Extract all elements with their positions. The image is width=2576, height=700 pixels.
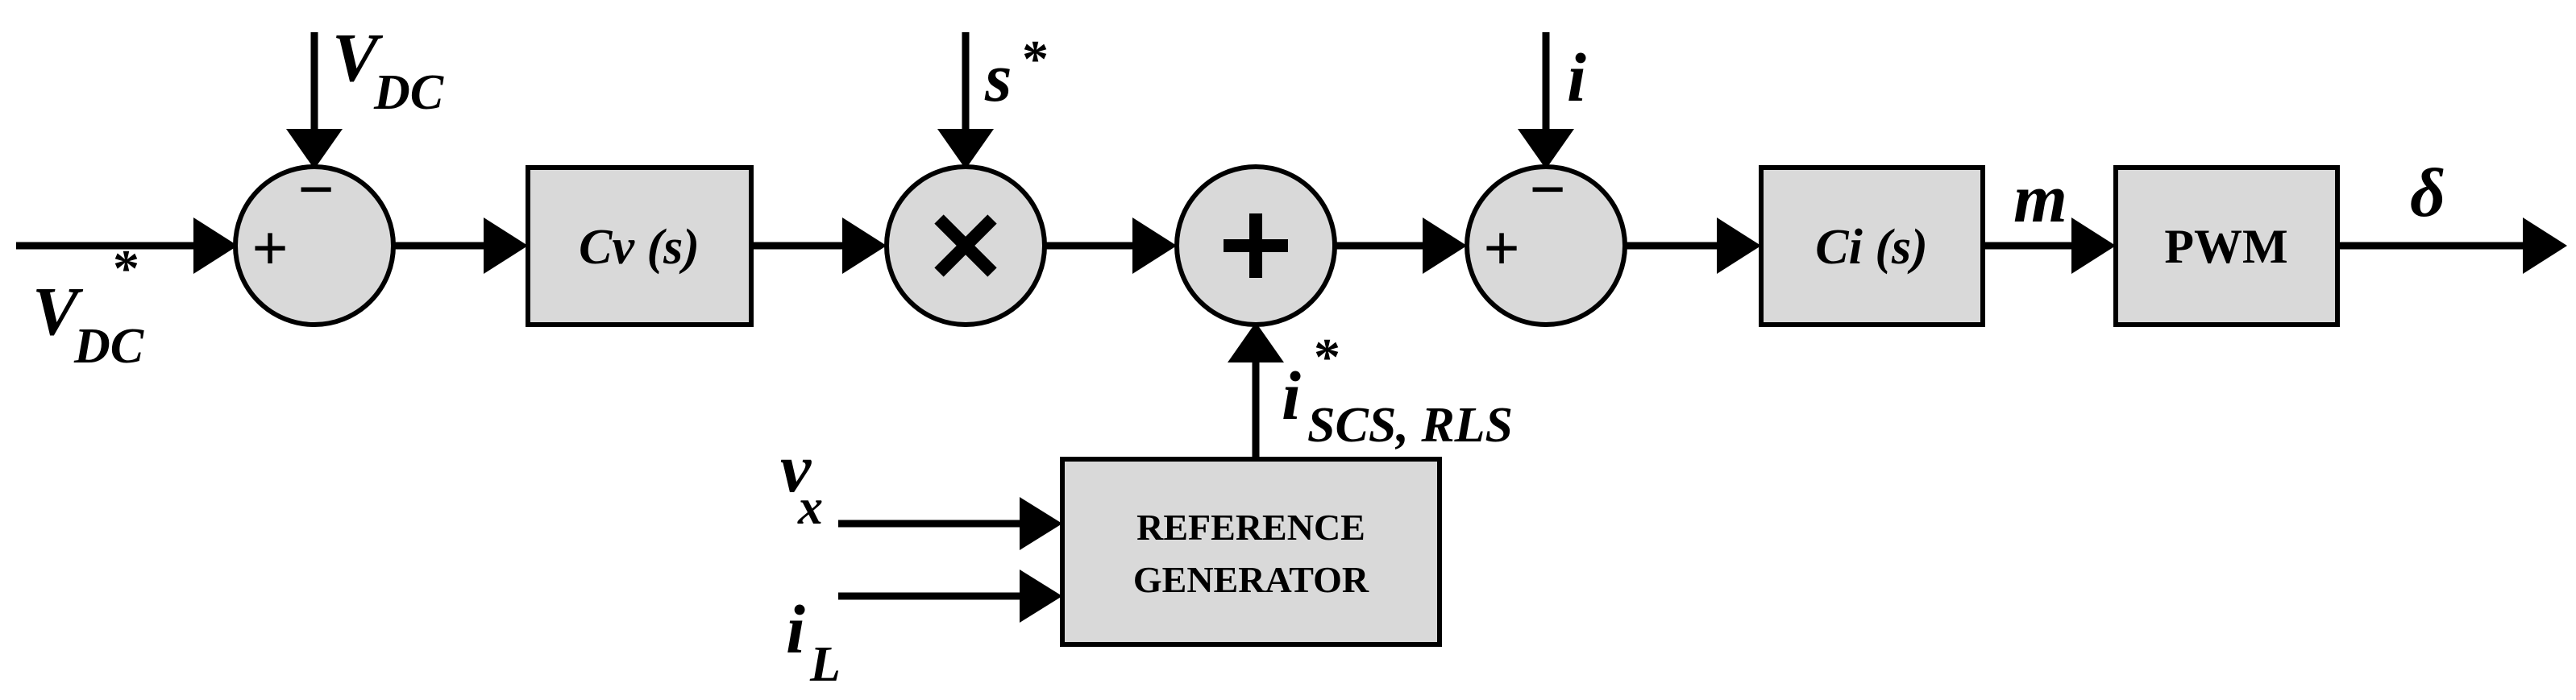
pwm-block: [2113, 165, 2340, 327]
summer-current-error: [1465, 164, 1627, 327]
label-m: m: [2013, 159, 2067, 237]
label-vdc-feedback-sub: DC: [373, 65, 444, 120]
label-vdc-ref-main: V: [32, 272, 84, 350]
label-isrc-sup: *: [1314, 328, 1340, 387]
arrowhead-refgen-vx: [1020, 497, 1062, 550]
label-vdc-ref-sub: DC: [73, 319, 144, 374]
arrowhead-adder-left: [1132, 217, 1177, 274]
pwm-block-label: PWM: [2164, 220, 2287, 273]
arrowhead-adder-bottom: [1228, 322, 1284, 362]
plus-symbol: [1224, 213, 1288, 278]
reference-generator-label-line1: REFERENCE: [1136, 507, 1365, 548]
summer3-plus-sign: +: [1483, 213, 1520, 284]
label-vx-main: v: [780, 429, 812, 507]
arrowhead-output: [2523, 217, 2567, 274]
arrowhead-multiplier-top: [937, 129, 994, 169]
label-il-sub: L: [809, 637, 841, 692]
ci-block: [1759, 165, 1985, 327]
arrowhead-multiplier-left: [842, 217, 887, 274]
arrowhead-summer1-left: [193, 217, 238, 274]
arrowhead-cv-left: [484, 217, 528, 274]
label-il-main: i: [786, 590, 805, 668]
summer3-minus-sign: −: [1529, 155, 1566, 226]
label-s-ref-sup: *: [1022, 30, 1049, 89]
label-s-ref-main: s: [984, 39, 1012, 116]
cv-block: [526, 165, 754, 327]
summer1-plus-sign: +: [251, 213, 289, 284]
arrowhead-summer3-left: [1423, 217, 1467, 274]
reference-generator-block: [1060, 457, 1442, 647]
label-vx-sub: x: [797, 480, 823, 535]
label-i-feedback: i: [1567, 39, 1586, 116]
label-delta: δ: [2410, 154, 2445, 231]
arrowhead-summer3-top: [1518, 129, 1574, 169]
summer-vdc-error: [233, 164, 396, 327]
label-isrc-main: i: [1282, 357, 1301, 434]
label-isrc-sub: SCS, RLS: [1307, 398, 1513, 453]
reference-generator-label-line2: GENERATOR: [1133, 559, 1369, 600]
arrowhead-summer1-top: [286, 129, 343, 169]
ci-block-label: Ci (s): [1815, 220, 1928, 275]
arrowhead-ci-left: [1717, 217, 1761, 274]
label-vdc-ref-sup: *: [113, 239, 139, 298]
arrowhead-pwm-left: [2071, 217, 2116, 274]
arrowhead-refgen-il: [1020, 570, 1062, 623]
multiply-symbol: [934, 214, 997, 277]
cv-block-label: Cv (s): [579, 220, 700, 275]
label-vdc-feedback-main: V: [332, 19, 384, 96]
summer1-minus-sign: −: [297, 155, 334, 226]
